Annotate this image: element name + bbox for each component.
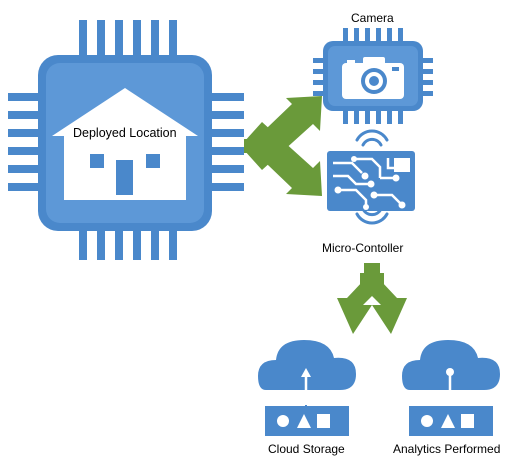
cloud-storage-label: Cloud Storage — [268, 442, 345, 456]
cloud-download-icon — [402, 340, 500, 436]
circuit-board-icon — [327, 129, 415, 225]
arrow-to-camera-and-mcu — [244, 96, 322, 196]
cloud-upload-icon — [258, 340, 356, 436]
micro-controller-label: Micro-Contoller — [322, 241, 404, 255]
arrow-to-cloud-services — [337, 263, 407, 334]
camera-chip-icon — [313, 28, 433, 124]
house-chip-icon — [8, 20, 244, 260]
camera-label: Camera — [351, 11, 394, 25]
analytics-performed-label: Analytics Performed — [393, 442, 501, 456]
deployed-location-label: Deployed Location — [73, 126, 177, 140]
